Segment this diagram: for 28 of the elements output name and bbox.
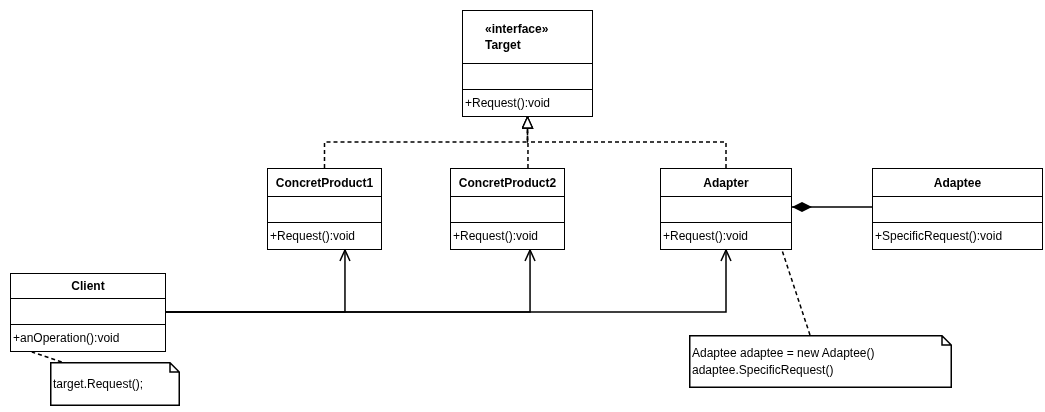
class-name: Target [485,37,521,53]
note-box [50,362,180,406]
realization-arrow [521,116,727,169]
note-box [689,335,952,388]
class-name: Adapter [703,174,749,191]
note-text: target.Request(); [53,375,144,393]
class-box [660,168,792,250]
class-box [462,10,593,117]
method-text: +Request():void [453,229,539,243]
class-name: ConcretProduct2 [458,174,557,191]
class-box [10,273,166,352]
class-box [450,168,565,250]
class-name: ConcretProduct1 [275,174,374,191]
method-text: +Request():void [465,96,551,110]
method-text: +Request():void [663,229,749,243]
note-link [781,249,811,336]
association-arrow [165,249,732,313]
class-box [872,168,1043,250]
class-name: Adaptee [933,174,982,191]
note-text: Adaptee adaptee = new Adaptee() adaptee.SpecificRequest() [692,344,876,379]
note-link [31,351,63,363]
class-box [267,168,382,250]
method-text: +anOperation():void [13,331,120,345]
method-text: +SpecificRequest():void [875,229,1003,243]
method-text: +Request():void [270,229,356,243]
stereotype: «interface» [485,21,549,37]
class-name: Client [71,278,105,294]
composition-line [791,202,873,213]
